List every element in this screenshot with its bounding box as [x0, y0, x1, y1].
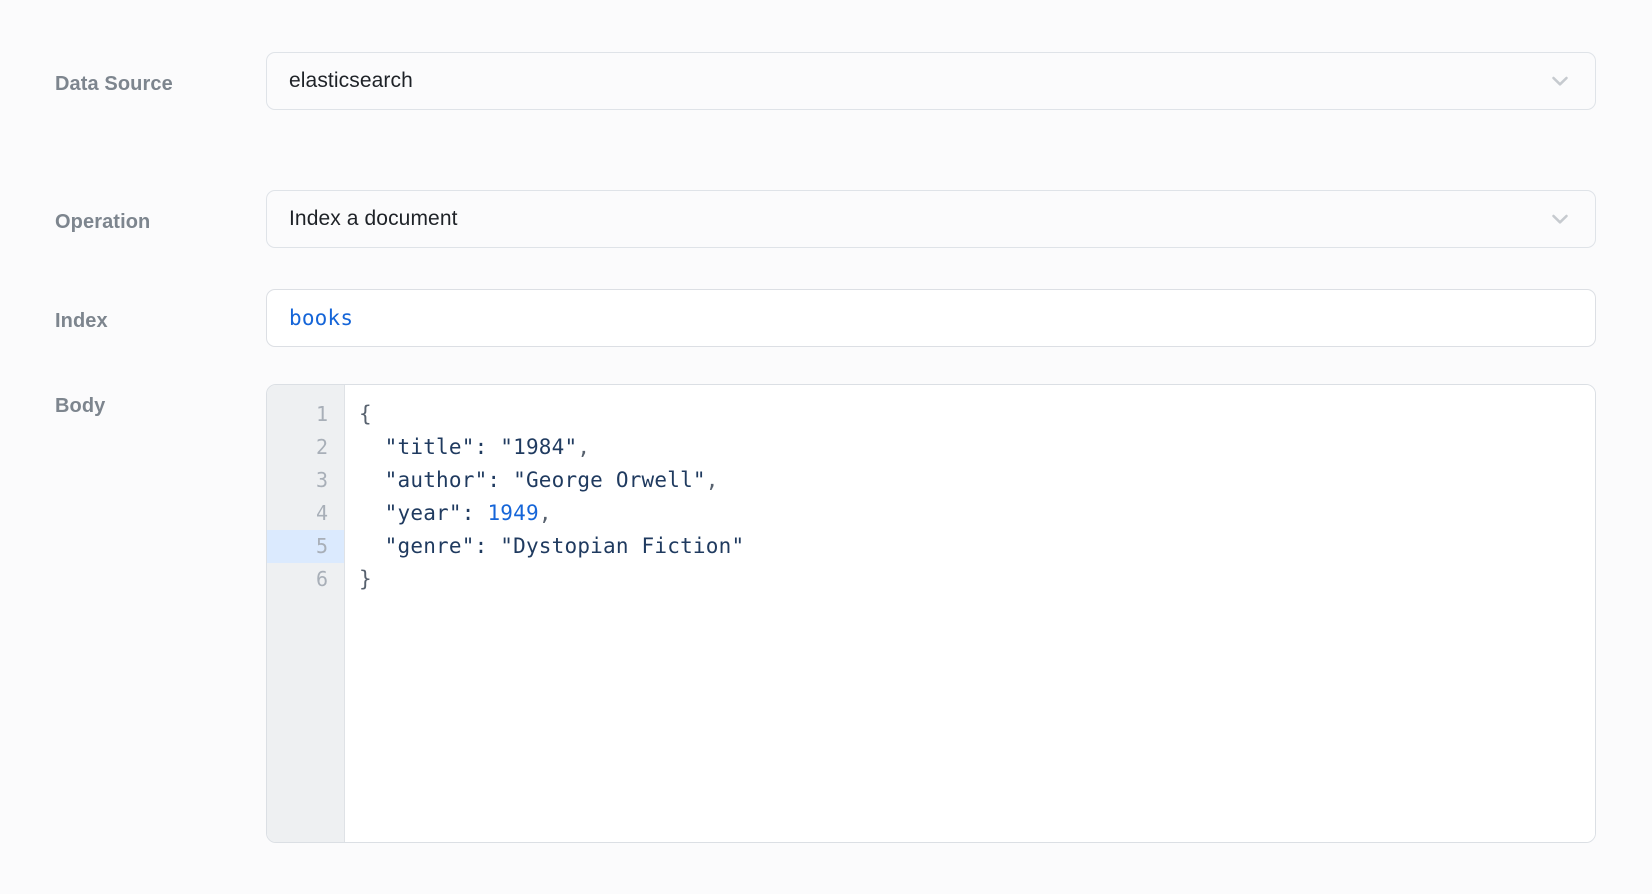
gutter-line-number: 3 [315, 468, 328, 492]
data-source-select[interactable]: elasticsearch [266, 52, 1596, 110]
editor-code-area[interactable]: { "title": "1984", "author": "George Orw… [345, 385, 1595, 842]
code-token-num: 1949 [487, 501, 539, 525]
operation-value: Index a document [289, 207, 458, 230]
index-label: Index [55, 310, 108, 332]
code-line: "author": "George Orwell", [359, 464, 1595, 497]
code-token-punct: , [577, 435, 591, 459]
gutter-line-number: 6 [315, 567, 328, 591]
chevron-down-icon[interactable] [1543, 202, 1577, 236]
data-source-value: elasticsearch [289, 69, 413, 92]
gutter-line-number: 5 [267, 530, 344, 563]
code-line: "year": 1949, [359, 497, 1595, 530]
code-token-str: "year": [359, 501, 488, 525]
operation-label: Operation [55, 211, 151, 233]
code-line: } [359, 563, 1595, 596]
gutter-line-number: 4 [315, 501, 328, 525]
code-line: "genre": "Dystopian Fiction" [359, 530, 1595, 563]
editor-gutter: 1 2 3 4 5 6 [267, 385, 345, 842]
code-token-punct: } [359, 567, 372, 591]
body-code-editor[interactable]: 1 2 3 4 5 6 { "title": "1984", "author": "Geo… [266, 384, 1596, 843]
code-line: "title": "1984", [359, 431, 1595, 464]
body-label: Body [55, 395, 106, 417]
index-value: books [289, 306, 354, 330]
gutter-line-number: 1 [315, 402, 328, 426]
data-source-label: Data Source [55, 73, 173, 95]
code-token-punct: , [705, 468, 719, 492]
code-token-str: "author": "George Orwell" [359, 468, 706, 492]
code-token-punct: , [538, 501, 552, 525]
index-input[interactable]: books [266, 289, 1596, 347]
code-line: { [359, 398, 1595, 431]
code-token-punct: { [359, 402, 372, 426]
chevron-down-icon[interactable] [1543, 64, 1577, 98]
operation-select[interactable]: Index a document [266, 190, 1596, 248]
code-token-str: "genre": "Dystopian Fiction" [359, 534, 745, 558]
gutter-line-number: 2 [315, 435, 328, 459]
code-token-str: "title": "1984" [359, 435, 578, 459]
